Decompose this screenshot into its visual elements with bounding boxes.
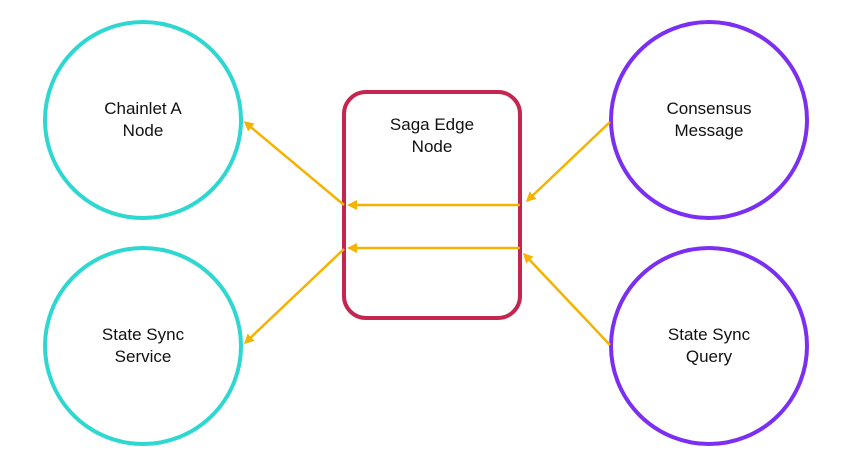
edge-query-to-edge-diagonal — [522, 252, 611, 346]
chainlet-a-node-label: Chainlet A Node — [104, 99, 182, 140]
state-sync-query-node-circle — [609, 246, 809, 446]
edge-consensus-to-edge-diagonal — [525, 121, 611, 203]
consensus-message-node-label: Consensus Message — [666, 99, 752, 140]
consensus-message-node-circle — [609, 20, 809, 220]
saga-edge-node-label: Saga Edge Node — [389, 115, 475, 156]
chainlet-a-node-circle — [43, 20, 243, 220]
state-sync-query-node-label: State Sync Query — [667, 325, 751, 366]
edge-edge-to-chainlet — [243, 121, 345, 206]
edge-edge-to-state-sync-service — [243, 248, 345, 345]
state-sync-service-node-label: State Sync Service — [101, 325, 185, 366]
state-sync-service-node-circle — [43, 246, 243, 446]
